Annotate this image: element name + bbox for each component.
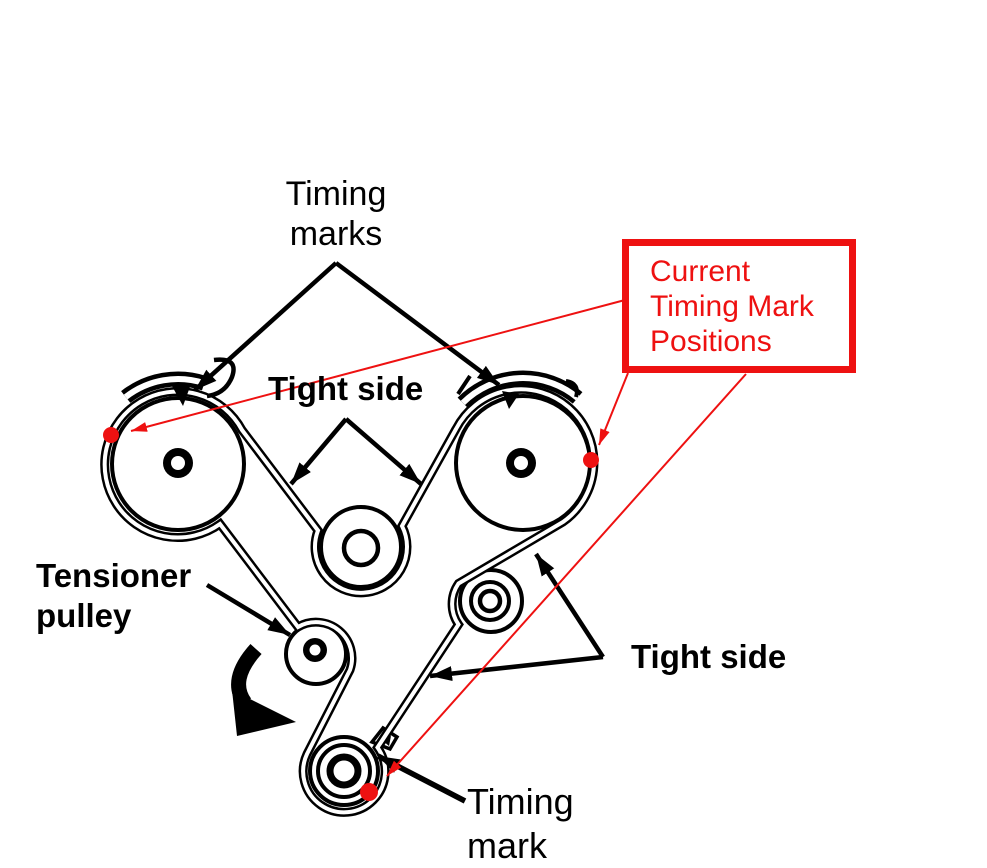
right-cam-pulley (454, 394, 592, 532)
timing-marks-line1: Timing (285, 175, 387, 213)
current-timing-mark-callout-box: Current Timing Mark Positions (622, 239, 856, 373)
timing-mark-label: Timing mark (467, 780, 574, 868)
rotation-arrow-icon (231, 643, 296, 736)
timing-marks-line2: marks (289, 215, 383, 253)
timing-belt (100, 384, 599, 817)
idler-pulley (458, 568, 524, 634)
timing-marks-label: Timing marks (260, 174, 412, 254)
timing-mark-arrow (376, 753, 467, 804)
tight-side-right-arrows (429, 552, 605, 682)
right-timing-bracket (456, 370, 583, 409)
left-cam-pulley (110, 396, 246, 532)
red-callout-line-right (598, 372, 629, 446)
callout-line2: Timing Mark (650, 290, 814, 323)
timing-dot-left (103, 427, 119, 443)
tensioner-arrow (205, 583, 292, 637)
tensioner-line2: pulley (36, 597, 132, 634)
timing-dot-bottom (360, 783, 378, 801)
timing-mark-line1: Timing (467, 781, 574, 822)
timing-marks-arrows (193, 261, 501, 392)
water-pump-pulley (319, 505, 403, 589)
timing-mark-line2: mark (467, 825, 547, 866)
diagram-linework (100, 261, 747, 817)
tight-side-left-label: Tight side (268, 370, 424, 407)
timing-belt-diagram: Timing marks Tight side Tensioner pulley… (36, 174, 856, 866)
tight-side-right-label: Tight side (631, 638, 787, 675)
callout-line1: Current (650, 255, 751, 288)
red-callout-line-left (130, 299, 626, 432)
tight-side-left-arrows (289, 417, 423, 486)
tensioner-line1: Tensioner (36, 557, 192, 594)
callout-line3: Positions (650, 325, 772, 358)
tensioner-pulley-label: Tensioner pulley (36, 556, 191, 636)
red-callout-line-bottom (386, 373, 747, 777)
timing-dot-right (583, 452, 599, 468)
